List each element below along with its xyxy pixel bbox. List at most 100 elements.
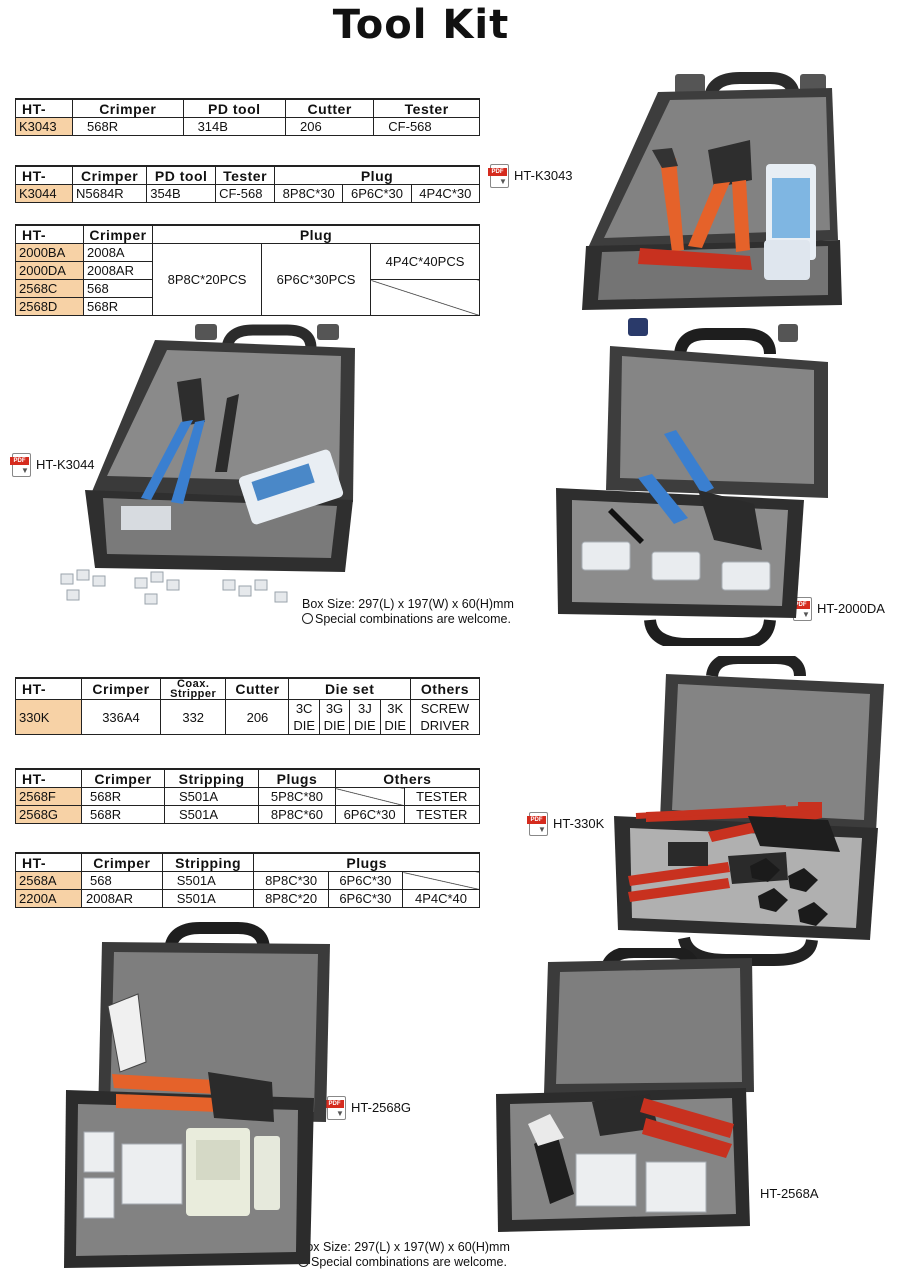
die-cell: DIE [318,717,351,735]
pdf-icon: PDF▼ [325,1096,347,1120]
header-stripper: Stripper [170,688,217,700]
header-plug: Plug [152,224,480,244]
header-plugs: Plugs [253,852,480,872]
header-others: Others [409,677,481,700]
crimper-cell: 336A4 [81,699,161,735]
header-crimper: Crimper [81,677,161,700]
special-combinations-line: Special combinations are welcome. [302,612,514,627]
model-cell: 2568F [15,787,82,806]
others-cell: SCREW [409,699,481,717]
others-cell: TESTER [403,787,481,806]
page-title: Tool Kit [332,2,510,48]
stripper-cell: 332 [159,699,227,735]
die-cell: 3C [288,699,320,717]
others-cell: 6P6C*30 [334,805,405,824]
model-cell: 330K [15,699,82,735]
header-cutter: Cutter [285,98,375,118]
plugs-cell: 4P4C*40 [402,889,480,908]
plug-8p8c-cell: 8P8C*20PCS [152,243,262,316]
plug-4p4c-cell: 4P4C*40PCS [370,243,480,280]
pdf-icon: PDF▼ [488,164,510,188]
stripping-cell: S501A [161,871,255,890]
header-stripping: Stripping [163,768,260,788]
pdf-link-k3043[interactable]: PDF▼ HT-K3043 [488,164,573,188]
plug-cell: 8P8C*30 [274,184,344,203]
header-crimper: Crimper [71,165,148,185]
pdf-link-330k[interactable]: PDF▼ HT-330K [527,812,605,836]
plug-cell: 4P4C*30 [410,184,481,203]
crimper-cell: 568R [81,805,165,824]
die-cell: DIE [349,717,381,735]
product-photo-2000da [556,318,828,646]
die-cell: DIE [379,717,411,735]
header-tester: Tester [373,98,480,118]
pdf-link-k3044[interactable]: PDF▼ HT-K3044 [10,453,95,477]
die-cell: DIE [288,717,320,735]
empty-diagonal-cell [402,871,480,890]
pdf-link-2000da[interactable]: PDF▼ HT-2000DA [791,597,885,621]
model-cell: 2200A [15,889,82,908]
crimper-cell: N5684R [71,184,148,203]
spec-table-2000: HT- Crimper Plug 2000BA 2008A 8P8C*20PCS… [15,224,480,316]
header-tester: Tester [215,165,276,185]
spec-table-2568a: HT- Crimper Stripping Plugs 2568A 568 S5… [15,852,480,908]
header-plug: Plug [274,165,480,185]
header-ht: HT- [15,165,73,185]
special-combinations-text: Special combinations are welcome. [315,612,511,626]
crimper-cell: 2008A [83,243,153,262]
model-cell: 2000BA [15,243,84,262]
crimper-cell: 568R [72,117,184,136]
pdf-link-label: HT-2568G [351,1099,411,1115]
model-cell: 2000DA [15,261,84,280]
plugs-cell: 5P8C*80 [258,787,336,806]
plug-6p6c-cell: 6P6C*30PCS [261,243,371,316]
header-pd-tool: PD tool [182,98,287,118]
product-photo-330k [614,656,884,966]
empty-diagonal-cell [370,279,480,316]
cutter-cell: 206 [225,699,290,735]
pdf-icon: PDF▼ [10,453,32,477]
die-cell: 3J [349,699,381,717]
die-cell: 3G [318,699,351,717]
plugs-cell: 8P8C*20 [253,889,329,908]
box-size-note-bottom: Box Size: 297(L) x 197(W) x 60(H)mm Spec… [298,1240,510,1270]
plug-cell: 6P6C*30 [342,184,412,203]
box-size-text: Box Size: 297(L) x 197(W) x 60(H)mm [298,1240,510,1254]
empty-diagonal-cell [334,787,405,806]
header-ht: HT- [15,768,82,788]
header-others: Others [334,768,481,788]
model-cell: 2568C [15,279,84,298]
product-label-2568a: HT-2568A [760,1186,819,1201]
header-crimper: Crimper [72,98,184,118]
stripping-cell: S501A [161,889,255,908]
crimper-cell: 2008AR [81,889,163,908]
others-cell: TESTER [403,805,481,824]
header-ht: HT- [15,98,73,118]
pdf-link-2568g[interactable]: PDF▼ HT-2568G [325,1096,411,1120]
pdf-link-label: HT-K3044 [36,456,95,472]
spec-table-k3043: HT- Crimper PD tool Cutter Tester K3043 … [15,98,480,136]
product-photo-2568g [64,922,330,1268]
plugs-cell: 8P8C*30 [253,871,329,890]
pd-tool-cell: 354B [146,184,217,203]
model-cell: K3043 [15,117,73,136]
stripping-cell: S501A [163,805,260,824]
header-plugs: Plugs [258,768,336,788]
header-die-set: Die set [288,677,411,700]
stripping-cell: S501A [163,787,260,806]
model-cell: 2568A [15,871,82,890]
spec-table-330k: HT- Crimper Coax. Stripper Cutter Die se… [15,677,481,735]
box-size-note: Box Size: 297(L) x 197(W) x 60(H)mm Spec… [302,597,514,627]
box-size-text: Box Size: 297(L) x 197(W) x 60(H)mm [302,597,514,611]
plugs-cell: 6P6C*30 [327,889,404,908]
tester-cell: CF-568 [215,184,276,203]
crimper-cell: 568 [81,871,163,890]
circle-bullet-icon [302,613,313,624]
header-cutter: Cutter [225,677,290,700]
crimper-cell: 568R [81,787,165,806]
pdf-link-label: HT-330K [553,815,605,831]
header-pd-tool: PD tool [146,165,217,185]
tester-cell: CF-568 [373,117,480,136]
plugs-cell: 6P6C*30 [327,871,404,890]
model-cell: K3044 [15,184,73,203]
